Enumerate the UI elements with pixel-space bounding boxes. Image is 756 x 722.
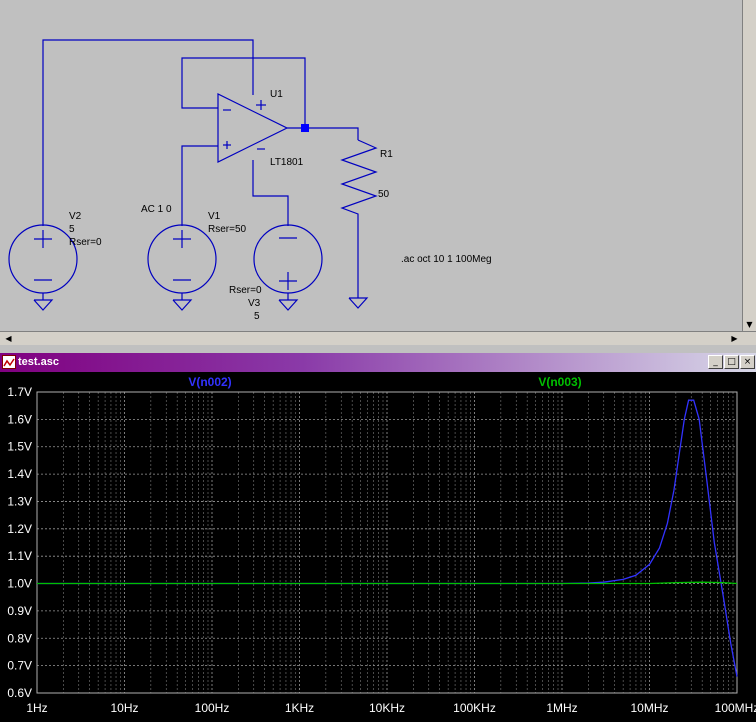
x-tick-label: 100Hz <box>195 701 230 715</box>
y-tick-label: 1.0V <box>7 577 32 591</box>
window-separator <box>0 345 756 353</box>
v1-ac-label: AC 1 0 <box>141 204 172 215</box>
x-tick-label: 10MHz <box>630 701 668 715</box>
y-tick-label: 1.1V <box>7 549 32 563</box>
ground-r1 <box>348 297 369 309</box>
y-tick-label: 1.7V <box>7 385 32 399</box>
series-line-v-n003- <box>37 581 738 585</box>
vertical-scrollbar[interactable]: ▼ <box>742 0 756 347</box>
r1-value-label: 50 <box>378 189 390 200</box>
y-tick-label: 1.3V <box>7 494 32 508</box>
v2-name-label: V2 <box>69 211 82 222</box>
schematic-editor[interactable]: U1 LT1801 R1 50 AC 1 0 V1 Rser=50 V2 5 R… <box>0 0 756 347</box>
x-tick-label: 1KHz <box>285 701 314 715</box>
u1-name-label: U1 <box>270 89 283 100</box>
maximize-icon[interactable]: □ <box>724 355 739 369</box>
x-tick-label: 100KHz <box>453 701 496 715</box>
legend-label-v-n003-: V(n003) <box>538 375 581 389</box>
v2-rser-label: Rser=0 <box>69 237 102 248</box>
plot-window-titlebar[interactable]: test.asc _ □ × <box>0 353 756 372</box>
y-tick-label: 1.4V <box>7 467 32 481</box>
plot-frame <box>36 391 738 694</box>
horizontal-scrollbar[interactable]: ◀ ▶ <box>0 331 756 345</box>
x-tick-label: 1MHz <box>546 701 577 715</box>
wire-vminus-to-v3 <box>252 160 289 226</box>
ac-directive-label[interactable]: .ac oct 10 1 100Meg <box>401 254 492 265</box>
v3-name-label: V3 <box>248 298 261 309</box>
x-tick-label: 10KHz <box>369 701 405 715</box>
wire-v1-to-opamp <box>181 145 218 226</box>
schematic-canvas[interactable] <box>0 0 742 331</box>
resistor-r1 <box>340 139 378 298</box>
opamp-u1 <box>217 93 289 163</box>
ground-v1 <box>172 299 193 311</box>
v3-rser-label: Rser=0 <box>229 285 262 296</box>
y-tick-label: 1.6V <box>7 412 32 426</box>
x-tick-label: 1Hz <box>26 701 47 715</box>
plot-window-title: test.asc <box>18 356 59 368</box>
v1-name-label: V1 <box>208 211 221 222</box>
close-icon[interactable]: × <box>740 355 755 369</box>
scroll-down-icon[interactable]: ▼ <box>746 320 753 329</box>
wire-v2-to-opamp <box>42 39 254 226</box>
wire-feedback <box>181 57 306 128</box>
waveform-chart[interactable]: 1Hz 10Hz 100Hz 1KHz 10KHz 100KHz 1MHz 10MHz 100M… <box>0 372 756 722</box>
wire-output-to-r1 <box>287 127 359 140</box>
y-tick-label: 1.2V <box>7 522 32 536</box>
y-tick-label: 0.6V <box>7 686 32 700</box>
minimize-icon[interactable]: _ <box>708 355 723 369</box>
x-tick-label: 100MHz <box>715 701 756 715</box>
v2-value-label: 5 <box>69 224 75 235</box>
scroll-right-icon[interactable]: ▶ <box>731 334 738 343</box>
x-tick-label: 10Hz <box>110 701 138 715</box>
ground-v2 <box>33 299 54 311</box>
y-tick-label: 0.9V <box>7 604 32 618</box>
legend-label-v-n002-: V(n002) <box>188 375 231 389</box>
output-node-marker <box>301 124 309 132</box>
r1-name-label: R1 <box>380 149 393 160</box>
waveform-app-icon <box>2 355 16 369</box>
scroll-left-icon[interactable]: ◀ <box>5 334 12 343</box>
y-tick-label: 0.8V <box>7 631 32 645</box>
ground-v3 <box>278 299 299 311</box>
v1-rser-label: Rser=50 <box>208 224 247 235</box>
y-tick-label: 1.5V <box>7 440 32 454</box>
u1-part-label: LT1801 <box>270 157 304 168</box>
waveform-plot[interactable]: 1Hz 10Hz 100Hz 1KHz 10KHz 100KHz 1MHz 10MHz 100M… <box>0 372 756 722</box>
y-tick-label: 0.7V <box>7 659 32 673</box>
v3-value-label: 5 <box>254 311 260 322</box>
